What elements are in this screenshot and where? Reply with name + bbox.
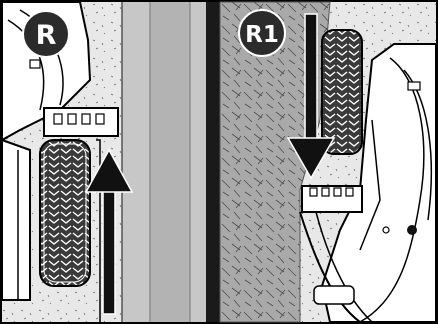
- panel-divider: [206, 2, 220, 322]
- panel-badge-r: R: [23, 11, 69, 57]
- panel-badge-r1: R1: [239, 10, 285, 56]
- panel-label-r: R: [36, 20, 57, 51]
- panel-label-r1: R1: [245, 22, 279, 48]
- panel-r: R: [2, 2, 208, 322]
- panel-r1: R1: [220, 2, 436, 322]
- wheel-icon: [40, 140, 90, 286]
- wheel-icon: [322, 30, 362, 154]
